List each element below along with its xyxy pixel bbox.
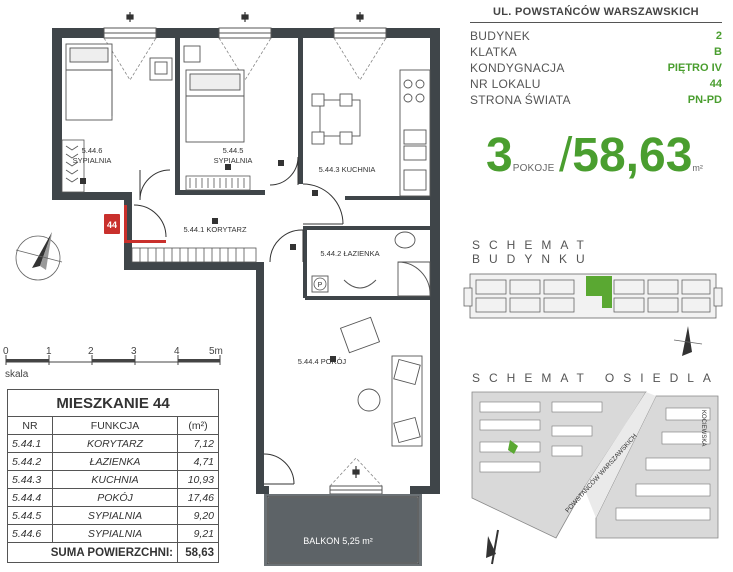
info-value: PIĘTRO IV <box>667 62 722 74</box>
kitchen-furniture <box>311 69 431 197</box>
row-nr: 5.44.2 <box>7 452 53 471</box>
row-function: KORYTARZ <box>52 434 178 453</box>
row-function: KUCHNIA <box>52 470 178 489</box>
row-nr: 5.44.4 <box>7 488 53 507</box>
room-id: 5.44.6 <box>82 146 103 155</box>
row-area: 4,71 <box>177 452 219 471</box>
scale-tick: 3 <box>131 346 137 357</box>
table-row: 5.44.2 ŁAZIENKA 4,71 <box>7 452 219 471</box>
info-row-orientation: STRONA ŚWIATA PN-PD <box>470 92 722 108</box>
info-row-floor: KONDYGNACJA PIĘTRO IV <box>470 60 722 76</box>
entry-mark <box>124 240 166 243</box>
info-row-stair: KLATKA B <box>470 44 722 60</box>
scale-bar <box>5 355 221 365</box>
street-name: UL. POWSTAŃCÓW WARSZAWSKICH <box>470 4 722 23</box>
floor-plan: 44 5.44.6 SYPIALNIA 5.44.5 SYPIALNIA 5.4… <box>5 12 440 566</box>
table-row: 5.44.4 POKÓJ 17,46 <box>7 488 219 507</box>
north-arrow-icon <box>486 529 499 565</box>
table-row: 5.44.1 KORYTARZ 7,12 <box>7 434 219 453</box>
row-nr: 5.44.1 <box>7 434 53 453</box>
room-label: 5.44.1 KORYTARZ <box>183 225 247 234</box>
info-value: 2 <box>715 30 722 42</box>
row-nr: 5.44.6 <box>7 524 53 543</box>
building-highlight <box>508 440 518 454</box>
north-arrow-icon <box>673 326 703 356</box>
living-furniture <box>339 316 423 447</box>
info-value: PN-PD <box>687 94 722 106</box>
unit-highlight <box>586 276 612 308</box>
building-scheme <box>463 273 723 356</box>
bed-1 <box>65 43 173 121</box>
unit-badge-text: 44 <box>107 220 117 230</box>
sum-value: 58,63 <box>177 542 219 563</box>
info-label: BUDYNEK <box>470 29 531 43</box>
info-row-building: BUDYNEK 2 <box>470 28 722 44</box>
table-row: 5.44.6 SYPIALNIA 9,21 <box>7 524 219 543</box>
table-row: 5.44.5 SYPIALNIA 9,20 <box>7 506 219 525</box>
summary-slash: / <box>558 129 573 182</box>
scale-label: skala <box>5 369 29 380</box>
row-nr: 5.44.5 <box>7 506 53 525</box>
scale-tick: 0 <box>3 346 9 357</box>
total-area: 58,63 <box>572 129 693 182</box>
scale-tick: 4 <box>174 346 180 357</box>
table-row: 5.44.3 KUCHNIA 10,93 <box>7 470 219 489</box>
info-value: 44 <box>709 78 722 90</box>
room-name: SYPIALNIA <box>73 156 112 165</box>
window-markers <box>126 12 364 478</box>
info-row-unit: NR LOKALU 44 <box>470 76 722 92</box>
row-area: 9,21 <box>177 524 219 543</box>
row-area: 9,20 <box>177 506 219 525</box>
table-sum-row: SUMA POWIERZCHNI: 58,63 <box>7 542 219 563</box>
room-label: 5.44.4 POKÓJ <box>298 357 347 366</box>
rooms-count: 3 <box>486 129 513 182</box>
row-area: 17,46 <box>177 488 219 507</box>
estate-scheme-title: SCHEMAT OSIEDLA <box>472 371 720 385</box>
table-header: FUNKCJA <box>52 416 178 435</box>
area-unit: m² <box>692 163 703 173</box>
row-function: ŁAZIENKA <box>52 452 178 471</box>
sum-label: SUMA POWIERZCHNI: <box>7 542 178 563</box>
apartment-summary: 3POKOJE /58,63m² <box>486 128 703 188</box>
room-label: 5.44.3 KUCHNIA <box>319 165 376 174</box>
scale-tick: 2 <box>88 346 94 357</box>
building-scheme-title: SCHEMAT BUDYNKU <box>472 238 594 266</box>
table-header: (m²) <box>177 416 219 435</box>
info-value: B <box>714 46 722 58</box>
area-table: MIESZKANIE 44 NR FUNKCJA (m²) 5.44.1 KOR… <box>7 389 219 563</box>
room-id: 5.44.5 <box>223 146 244 155</box>
parking-symbol: P <box>318 282 323 289</box>
light-markers <box>80 160 336 362</box>
bathroom-fixtures <box>311 231 431 297</box>
unit-badge <box>104 214 120 234</box>
compass-icon <box>15 232 63 281</box>
row-area: 7,12 <box>177 434 219 453</box>
row-function: SYPIALNIA <box>52 506 178 525</box>
room-name: SYPIALNIA <box>214 156 253 165</box>
bed-2 <box>183 45 245 143</box>
row-nr: 5.44.3 <box>7 470 53 489</box>
row-function: POKÓJ <box>52 488 178 507</box>
info-label: KLATKA <box>470 45 517 59</box>
table-title: MIESZKANIE 44 <box>7 389 219 417</box>
row-area: 10,93 <box>177 470 219 489</box>
rooms-label: POKOJE <box>512 163 555 174</box>
scale-tick: 5m <box>209 346 223 357</box>
scale-tick: 1 <box>46 346 52 357</box>
row-function: SYPIALNIA <box>52 524 178 543</box>
table-header: NR <box>7 416 53 435</box>
balcony-label: BALKON 5,25 m² <box>303 536 373 546</box>
info-label: NR LOKALU <box>470 77 541 91</box>
info-label: KONDYGNACJA <box>470 61 565 75</box>
street-label-2: KOCIEWSKA <box>700 410 706 446</box>
estate-scheme: POWSTAŃCÓW WARSZAWSKICH KOCIEWSKA <box>471 391 719 565</box>
info-label: STRONA ŚWIATA <box>470 93 571 107</box>
room-label: 5.44.2 ŁAZIENKA <box>320 249 379 258</box>
